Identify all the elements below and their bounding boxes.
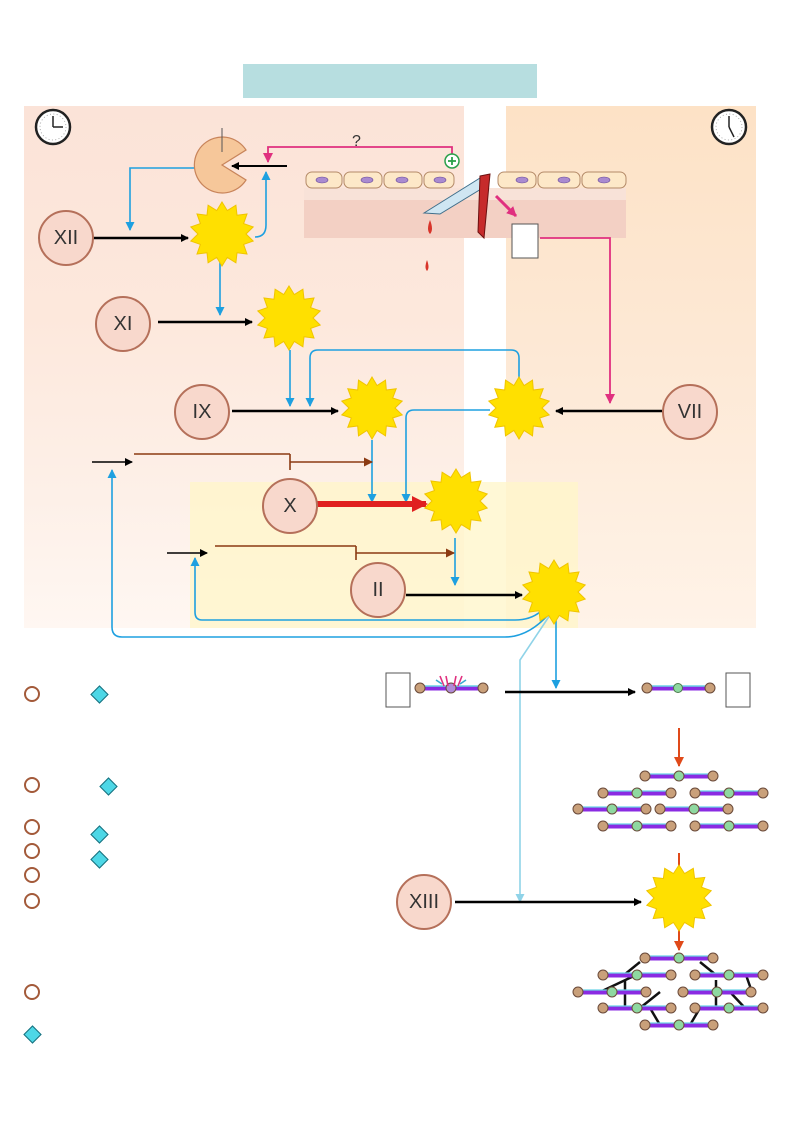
- factor-xi: XI: [95, 296, 151, 352]
- fibrin-node: [707, 1019, 719, 1031]
- fibrin-node: [665, 820, 677, 832]
- fibrin-node: [606, 803, 618, 815]
- fibrin-node: [665, 787, 677, 799]
- factor-xii: XII: [38, 210, 94, 266]
- clock-icon: [710, 108, 748, 146]
- fibrin-node: [654, 803, 666, 815]
- cross-link-bond: [599, 973, 637, 994]
- circle-marker: [24, 843, 40, 859]
- factor-ii: II: [350, 562, 406, 618]
- fibrin-node: [631, 787, 643, 799]
- fibrin-node: [639, 770, 651, 782]
- vessel-wall: [304, 171, 627, 271]
- activated-factor-star: [521, 559, 587, 625]
- circle-marker: [24, 819, 40, 835]
- fibrin-node: [689, 787, 701, 799]
- fibrin-node: [631, 820, 643, 832]
- fibrin-node: [757, 1002, 769, 1014]
- activated-factor-star: [423, 468, 489, 534]
- fibrin-node: [631, 1002, 643, 1014]
- fibrin-node: [723, 1002, 735, 1014]
- fibrin-node: [745, 986, 757, 998]
- tissue-factor-box: [511, 223, 539, 259]
- fibrin-node: [597, 969, 609, 981]
- cross-link-bond: [729, 991, 746, 1009]
- fibrin-node: [606, 986, 618, 998]
- fibrin-node: [689, 820, 701, 832]
- fibrin-node: [639, 952, 651, 964]
- fibrin-node: [673, 952, 685, 964]
- fibrin-node: [665, 969, 677, 981]
- fibrin-node: [597, 1002, 609, 1014]
- fibrin-node: [597, 787, 609, 799]
- factor-x: X: [262, 478, 318, 534]
- circle-marker: [24, 893, 40, 909]
- fibrin-node: [688, 803, 700, 815]
- fibrin-node: [757, 969, 769, 981]
- clock-icon: [34, 108, 72, 146]
- activated-factor-star: [189, 201, 713, 932]
- crosslinked-fibrin: [572, 952, 769, 1031]
- fibrin-node: [757, 787, 769, 799]
- activated-factor-star: [256, 285, 322, 351]
- circle-marker: [24, 867, 40, 883]
- fibrin-node: [640, 803, 652, 815]
- circle-marker: [24, 984, 40, 1000]
- fibrin-node: [707, 770, 719, 782]
- cross-link-bond: [648, 1007, 662, 1026]
- fibrin-node: [689, 1002, 701, 1014]
- contact-surface-icon: [193, 128, 247, 194]
- fibrin-monomer: [641, 682, 716, 694]
- factor-vii: VII: [662, 384, 718, 440]
- fibrin-node: [639, 1019, 651, 1031]
- fibrin-node: [677, 986, 689, 998]
- fibrin-node: [723, 969, 735, 981]
- circle-marker: [24, 686, 40, 702]
- factor-ix: IX: [174, 384, 230, 440]
- fibrin-node: [572, 803, 584, 815]
- fibrin-node: [673, 1019, 685, 1031]
- cross-link-bond: [639, 991, 661, 1009]
- fibrin-node: [689, 969, 701, 981]
- fibrinogen-molecule: [414, 675, 489, 694]
- activated-factor-star: [340, 376, 404, 440]
- activated-factor-star: [645, 864, 713, 932]
- circle-marker: [24, 777, 40, 793]
- title-box: [243, 64, 537, 98]
- fibrin-node: [597, 820, 609, 832]
- fibrin-node: [723, 787, 735, 799]
- fibrin-node: [665, 1002, 677, 1014]
- factor-xiii: XIII: [396, 874, 452, 930]
- fibrin-node: [711, 986, 723, 998]
- fibrin-node: [673, 770, 685, 782]
- activated-factor-star: [487, 376, 551, 440]
- fibrin-node: [572, 986, 584, 998]
- activated-factor-star: [189, 201, 255, 267]
- fibrin-node: [757, 820, 769, 832]
- fibrin-node: [640, 986, 652, 998]
- fibrin-box: [725, 672, 751, 708]
- fibrin-polymer: [572, 770, 769, 832]
- fibrin-node: [707, 952, 719, 964]
- unknown-activator-label: ?: [352, 133, 361, 150]
- fibrin-node: [722, 803, 734, 815]
- fibrin-node: [631, 969, 643, 981]
- fibrin-node: [723, 820, 735, 832]
- fibrinogen-box: [385, 672, 411, 708]
